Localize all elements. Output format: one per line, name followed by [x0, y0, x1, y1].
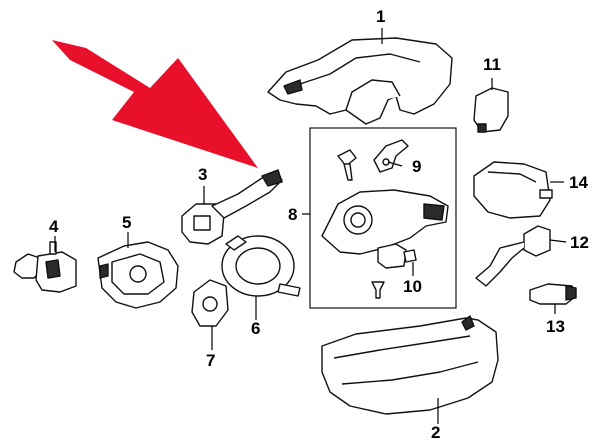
part-3-multifunction-switch — [181, 169, 283, 245]
part-13-switch-plug — [529, 283, 577, 305]
callout-3: 3 — [198, 165, 208, 184]
part-10-lock-cylinder — [371, 243, 417, 299]
part-1-upper-shroud — [267, 37, 453, 125]
part-6-clock-spring — [221, 235, 301, 297]
callout-7: 7 — [206, 351, 216, 370]
leader-lines — [54, 28, 567, 424]
callout-14: 14 — [569, 173, 588, 192]
callout-10: 10 — [403, 277, 422, 296]
callout-4: 4 — [49, 217, 59, 236]
callout-12: 12 — [570, 233, 589, 252]
callout-5: 5 — [122, 213, 132, 232]
callout-9: 9 — [412, 157, 422, 176]
part-11-relay — [473, 87, 509, 133]
part-14-module — [473, 161, 553, 219]
callout-1: 1 — [376, 7, 386, 26]
part-4-wiper-switch — [13, 241, 77, 293]
part-9-lock-bracket — [373, 139, 409, 173]
part-8-bolt — [337, 149, 357, 181]
callout-2: 2 — [431, 423, 441, 442]
callout-6: 6 — [251, 319, 261, 338]
red-pointer-arrow-icon — [52, 40, 258, 168]
part-7-sensor — [191, 279, 229, 327]
callout-11: 11 — [483, 55, 501, 74]
callout-8: 8 — [288, 205, 298, 224]
part-2-lower-shroud — [321, 315, 499, 415]
part-12-antenna — [475, 225, 551, 287]
callout-13: 13 — [546, 317, 565, 336]
part-8-group-frame — [309, 127, 457, 309]
part-5-switch-housing — [97, 241, 179, 309]
part-8-ignition-housing — [321, 189, 449, 255]
